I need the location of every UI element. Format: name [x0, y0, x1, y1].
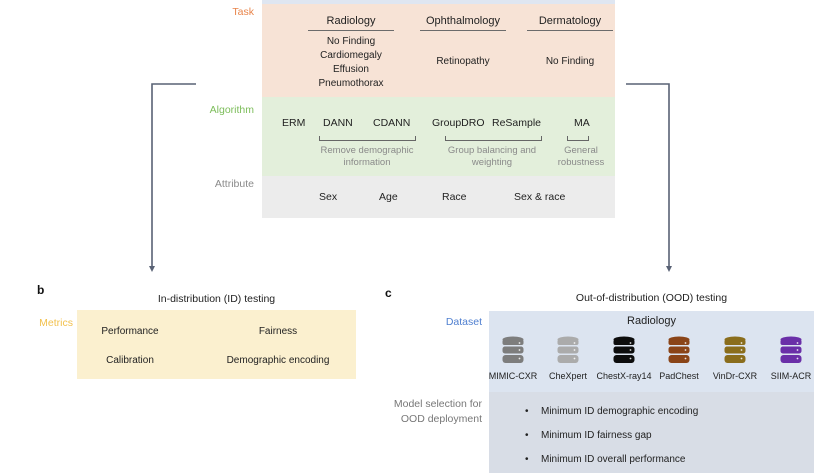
database-icon	[557, 336, 579, 364]
algorithm-resample: ReSample	[492, 117, 542, 129]
ood-testing-title: Out-of-distribution (OOD) testing	[575, 292, 728, 304]
criterion-text: Minimum ID overall performance	[541, 454, 686, 465]
database-icon	[668, 336, 690, 364]
algorithm-label: Algorithm	[209, 104, 254, 116]
selection-criterion: • Minimum ID demographic encoding	[525, 406, 698, 417]
task-radiology-items: No Finding Cardiomegaly Effusion Pneumot…	[298, 35, 404, 91]
metric-fairness: Fairness	[258, 326, 298, 337]
task-item: Retinopathy	[436, 56, 490, 67]
algorithm-groupdro: GroupDRO	[432, 117, 485, 129]
arrowhead-down-icon	[149, 266, 155, 272]
arrow-to-ood-testing	[626, 83, 670, 268]
id-testing-title: In-distribution (ID) testing	[157, 293, 276, 305]
attribute-race: Race	[442, 191, 467, 203]
metrics-label: Metrics	[39, 317, 73, 329]
attribute-label: Attribute	[214, 178, 254, 190]
attribute-panel: Sex Age Race Sex & race	[262, 176, 615, 218]
criterion-text: Minimum ID demographic encoding	[541, 406, 699, 417]
attribute-sex: Sex	[319, 191, 338, 203]
dataset-name: CheXpert	[548, 371, 588, 381]
algorithm-erm: ERM	[282, 117, 306, 129]
metric-performance: Performance	[101, 326, 159, 337]
bullet-icon: •	[525, 454, 529, 465]
algorithm-dann: DANN	[323, 117, 353, 129]
task-item: Cardiomegaly	[320, 50, 382, 61]
panel-letter-c: c	[385, 286, 392, 300]
criterion-text: Minimum ID fairness gap	[541, 430, 652, 441]
label-line: Model selection for	[393, 398, 482, 410]
metric-demographic-encoding: Demographic encoding	[226, 355, 330, 366]
task-label: Task	[232, 6, 254, 18]
database-icon	[502, 336, 524, 364]
dataset-label: Dataset	[445, 316, 482, 328]
group-caption: General robustness	[552, 145, 610, 169]
caption-line: robustness	[557, 157, 605, 168]
panel-letter-b: b	[37, 283, 45, 297]
attribute-sex-and-race: Sex & race	[514, 191, 566, 203]
selection-criterion: • Minimum ID overall performance	[525, 454, 686, 465]
dataset-name: ChestX-ray14	[596, 371, 652, 381]
model-selection-label: Model selection for OOD deployment	[360, 397, 482, 427]
selection-panel: • Minimum ID demographic encoding • Minimu…	[489, 392, 814, 473]
top-strip	[262, 0, 615, 4]
metric-calibration: Calibration	[106, 355, 154, 366]
dataset-name: PadChest	[659, 371, 699, 381]
group-bracket	[567, 136, 589, 141]
task-item: No Finding	[545, 56, 595, 67]
attribute-age: Age	[379, 191, 398, 203]
caption-line: weighting	[471, 157, 513, 168]
dataset-group-radiology: Radiology	[627, 315, 676, 327]
task-column-header-radiology: Radiology	[308, 15, 394, 31]
task-panel: Radiology Ophthalmology Dermatology No F…	[262, 4, 615, 97]
group-bracket	[445, 136, 542, 141]
group-caption: Remove demographic information	[307, 145, 427, 169]
selection-criterion: • Minimum ID fairness gap	[525, 430, 652, 441]
caption-line: Group balancing and	[447, 145, 537, 156]
database-icon	[724, 336, 746, 364]
arrow-to-id-testing	[151, 83, 196, 268]
dataset-name: MIMIC-CXR	[488, 371, 538, 381]
caption-line: Remove demographic	[320, 145, 414, 156]
dataset-panel: Radiology MIMIC-CXR CheXpert ChestX-ray14 P…	[489, 311, 814, 392]
caption-line: General	[564, 145, 598, 156]
algorithm-cdann: CDANN	[373, 117, 411, 129]
algorithm-panel: ERM DANN CDANN GroupDRO ReSample MA Remo…	[262, 97, 615, 176]
dataset-name: VinDr-CXR	[712, 371, 758, 381]
task-column-header-dermatology: Dermatology	[527, 15, 613, 31]
arrowhead-down-icon	[666, 266, 672, 272]
task-column-header-ophthalmology: Ophthalmology	[420, 15, 506, 31]
caption-line: information	[343, 157, 391, 168]
task-item: No Finding	[326, 36, 376, 47]
group-bracket	[319, 136, 416, 141]
dataset-name: SIIM-ACR	[770, 371, 812, 381]
database-icon	[780, 336, 802, 364]
label-line: OOD deployment	[400, 413, 482, 425]
group-caption: Group balancing and weighting	[432, 145, 552, 169]
algorithm-ma: MA	[574, 117, 590, 129]
task-item: Pneumothorax	[318, 78, 384, 89]
bullet-icon: •	[525, 406, 529, 417]
database-icon	[613, 336, 635, 364]
task-item: Effusion	[333, 64, 369, 75]
metrics-panel: Performance Fairness Calibration Demogra…	[77, 310, 356, 379]
bullet-icon: •	[525, 430, 529, 441]
